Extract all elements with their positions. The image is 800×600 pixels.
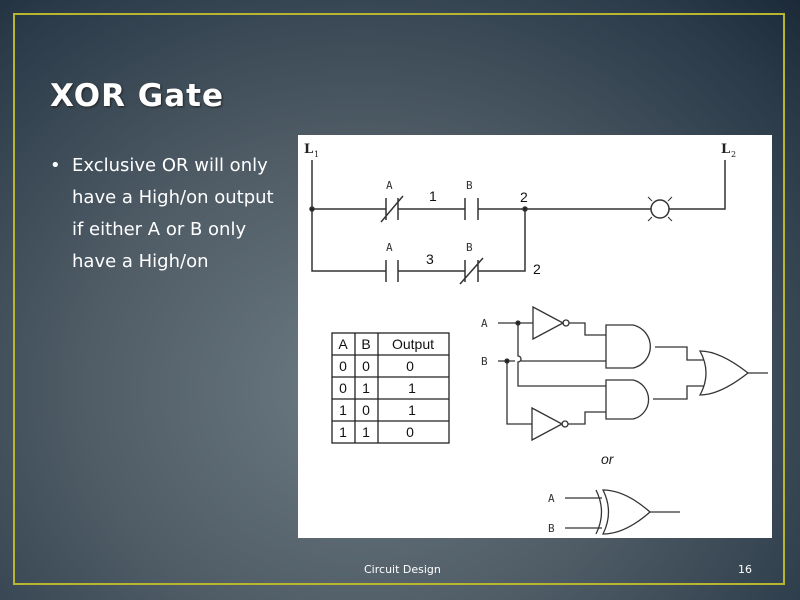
lamp-icon (647, 196, 673, 222)
diagram-line (653, 346, 704, 400)
table-cell: 0 (406, 358, 414, 374)
table-cell: 1 (339, 402, 347, 418)
wire-number: 2 (533, 261, 541, 277)
diagram-line: A B (481, 317, 488, 368)
bullet-icon: • (50, 155, 61, 176)
diagram-line (331, 332, 450, 444)
diagram-panel (298, 135, 772, 538)
and-gate-1 (605, 324, 651, 369)
diagram-line (647, 196, 673, 222)
input-a-label: A (481, 317, 488, 330)
diagram-line (595, 489, 603, 535)
xor-gate-symbol (565, 489, 680, 535)
nc-contact-a (380, 195, 404, 223)
or-label: or (601, 451, 615, 467)
wire-number: 3 (426, 251, 434, 267)
table-header: A (338, 336, 348, 352)
contact-label: A (386, 241, 393, 254)
page-number: 16 (738, 563, 752, 576)
diagram-line (565, 497, 602, 529)
slide-title: XOR Gate (50, 78, 225, 114)
diagram-line (504, 358, 510, 364)
table-header: Output (392, 336, 434, 352)
wire-number: 1 (429, 188, 437, 204)
junction-dot (309, 206, 315, 212)
wire-b (498, 360, 606, 425)
diagram-line (650, 199, 670, 219)
table-cell: 1 (408, 380, 416, 396)
nc-contact-b (459, 257, 484, 285)
l1-label: L (304, 142, 313, 157)
junction-dot (522, 206, 528, 212)
wire-number: 2 (520, 189, 528, 205)
diagram-line: 1 2 3 2 (426, 188, 541, 277)
no-contact-a (385, 260, 399, 282)
logic-gate-diagram: A B or A B (481, 305, 768, 535)
l2-sub: 2 (731, 150, 736, 159)
l1-sub: 1 (314, 150, 319, 159)
table-cell: 0 (362, 358, 370, 374)
contact-label: B (466, 241, 473, 254)
ladder-diagram: L 1 L 2 A B A B 1 2 3 2 (304, 142, 736, 285)
and-gate-2 (605, 379, 650, 420)
xor-input-b-label: B (548, 522, 555, 535)
table-cell: 1 (362, 424, 370, 440)
slide-border (13, 13, 785, 585)
not-gate-b (531, 406, 564, 442)
not-gate-a (532, 305, 565, 341)
table-cell: 0 (362, 402, 370, 418)
footer-text: Circuit Design (364, 563, 441, 576)
diagram-line (515, 320, 521, 326)
table-cell: 0 (406, 424, 414, 440)
or-gate (698, 350, 750, 396)
rung-1-wire (312, 160, 726, 210)
xor-input-a-label: A (548, 492, 555, 505)
table-header: B (361, 336, 370, 352)
table-cell: 1 (339, 424, 347, 440)
contact-label: B (466, 179, 473, 192)
table-cell: 1 (362, 380, 370, 396)
bullet-item: • Exclusive OR will only have a High/on … (50, 150, 280, 278)
table-cell: 0 (339, 358, 347, 374)
input-b-label: B (481, 355, 488, 368)
diagram-line: A B A B (386, 179, 473, 254)
no-contact-b (464, 198, 479, 220)
rung-2-wire (311, 160, 526, 272)
bullet-text: Exclusive OR will only have a High/on ou… (72, 155, 274, 272)
diagram-line: A B Output 0 0 0 0 1 1 1 0 1 1 1 0 (338, 336, 434, 440)
l2-label: L (721, 142, 730, 157)
diagram-line (601, 489, 651, 535)
table-cell: 0 (339, 380, 347, 396)
contact-label: A (386, 179, 393, 192)
wire-a (498, 322, 606, 387)
diagram-line (568, 322, 606, 425)
truth-table: A B Output 0 0 0 0 1 1 1 0 1 1 1 0 (331, 332, 450, 444)
diagram-line (332, 333, 449, 443)
table-cell: 1 (408, 402, 416, 418)
diagram-line: A B (548, 492, 555, 535)
